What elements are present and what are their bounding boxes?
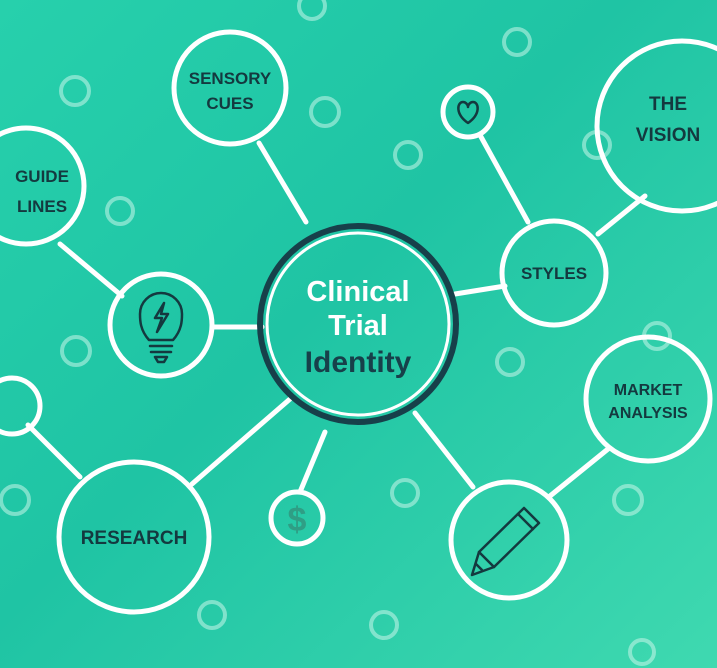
connector-sensory-cues xyxy=(256,140,309,225)
center-outer-ring xyxy=(257,223,459,425)
deco-ring xyxy=(60,335,92,367)
node-sensory-cues: SENSORY CUES xyxy=(171,29,289,147)
pencil-circle xyxy=(448,479,570,601)
deco-ring xyxy=(297,0,327,21)
deco-ring xyxy=(502,27,532,57)
deco-ring xyxy=(393,140,423,170)
connectors xyxy=(25,132,648,499)
connector-research xyxy=(189,396,293,487)
connector-small-node xyxy=(25,422,83,480)
deco-ring xyxy=(0,484,31,516)
pencil-icon xyxy=(470,506,541,577)
node-pencil xyxy=(448,479,570,601)
node-dollar: $ xyxy=(268,489,326,547)
deco-ring xyxy=(197,600,227,630)
heart-icon xyxy=(457,100,479,125)
node-guide-lines: GUIDE LINES xyxy=(0,125,87,247)
heart-circle xyxy=(440,84,496,140)
styles-circle xyxy=(499,218,609,328)
node-small-empty xyxy=(0,375,43,437)
dollar-circle xyxy=(268,489,326,547)
center-title-line3: Identity xyxy=(305,346,412,379)
sensory-cues-circle xyxy=(171,29,289,147)
deco-ring xyxy=(59,75,91,107)
connector-heart xyxy=(477,132,531,225)
guide-lines-label-line1: GUIDE xyxy=(15,167,69,186)
deco-ring xyxy=(390,478,420,508)
connector-market-analysis xyxy=(547,446,611,499)
connector-dollar xyxy=(297,429,328,495)
node-research: RESEARCH xyxy=(56,459,212,615)
sensory-cues-label-line1: SENSORY xyxy=(189,69,272,88)
center-node: Clinical Trial Identity xyxy=(257,223,459,425)
research-label: RESEARCH xyxy=(81,528,188,549)
the-vision-label-line1: THE xyxy=(649,94,687,115)
center-title-line2: Trial xyxy=(328,310,388,342)
deco-ring xyxy=(628,638,656,666)
connector-the-vision xyxy=(595,193,648,237)
deco-ring xyxy=(495,347,525,377)
background-decorations xyxy=(0,0,672,666)
market-analysis-label-line1: MARKET xyxy=(614,382,683,399)
node-lightbulb xyxy=(107,271,215,379)
deco-ring xyxy=(369,610,399,640)
deco-ring xyxy=(612,484,644,516)
deco-ring xyxy=(309,96,341,128)
node-the-vision: THE VISION xyxy=(594,38,717,214)
the-vision-label-line2: VISION xyxy=(636,125,700,146)
center-title-line1: Clinical xyxy=(306,276,409,308)
sensory-cues-label-line2: CUES xyxy=(206,94,253,113)
lightbulb-icon xyxy=(138,291,184,364)
dollar-icon: $ xyxy=(288,501,307,539)
guide-lines-label-line2: LINES xyxy=(17,197,67,216)
node-heart xyxy=(440,84,496,140)
center-inner-ring xyxy=(265,231,451,417)
connector-styles xyxy=(452,283,508,297)
lightbulb-circle xyxy=(107,271,215,379)
node-styles: STYLES xyxy=(499,218,609,328)
connector-guide-lines xyxy=(57,241,125,299)
connector-pencil xyxy=(412,410,476,490)
deco-ring xyxy=(105,196,135,226)
small-empty-circle xyxy=(0,375,43,437)
guide-lines-circle xyxy=(0,125,87,247)
node-market-analysis: MARKET ANALYSIS xyxy=(583,334,713,464)
research-circle xyxy=(56,459,212,615)
the-vision-circle xyxy=(594,38,717,214)
market-analysis-label-line2: ANALYSIS xyxy=(608,405,688,422)
market-analysis-circle xyxy=(583,334,713,464)
styles-label: STYLES xyxy=(521,264,587,283)
